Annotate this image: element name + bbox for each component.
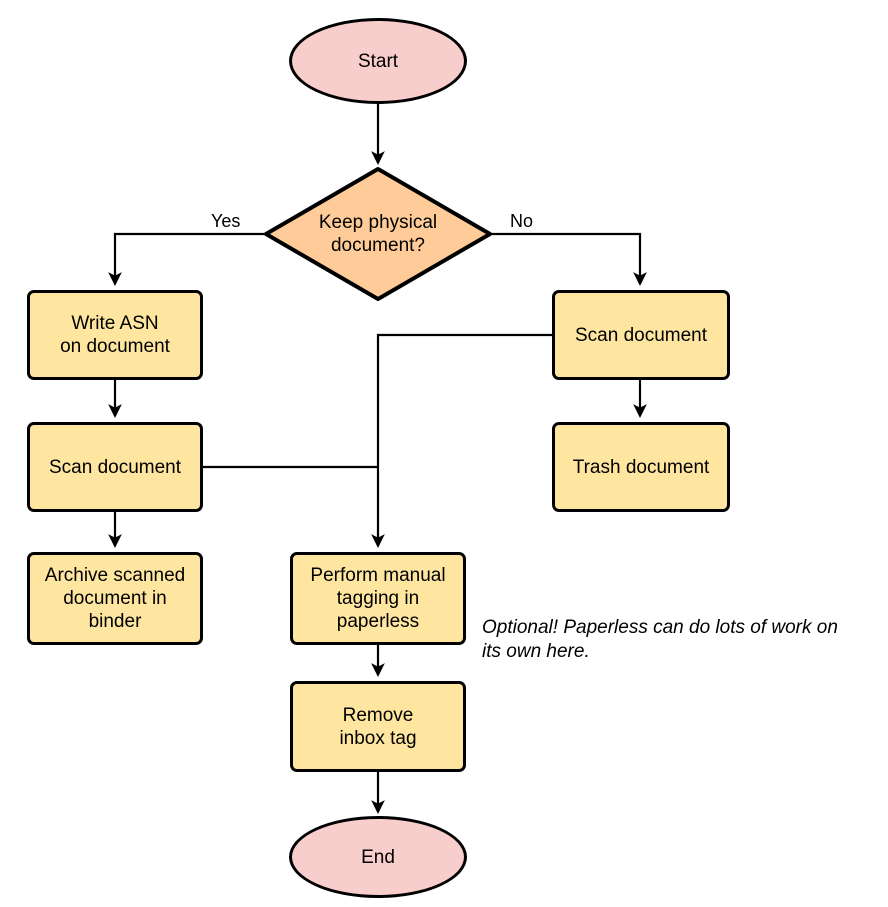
decision-diamond <box>264 167 492 301</box>
node-trash-document-label: Trash document <box>572 456 710 478</box>
node-scan-document-right[interactable]: Scan document <box>552 290 730 380</box>
node-remove-inbox-tag[interactable]: Remove inbox tag <box>290 681 466 772</box>
node-archive-scanned-document-label: Archive scanned document in binder <box>44 565 186 632</box>
node-decision-label: Keep physical document? <box>318 212 438 256</box>
annotation-optional-note: Optional! Paperless can do lots of work … <box>482 617 838 662</box>
node-write-asn-label: Write ASN on document <box>60 313 170 357</box>
node-decision[interactable]: Keep physical document? <box>290 204 466 264</box>
edge-label-no: No <box>510 211 534 231</box>
node-perform-manual-tagging-label: Perform manual tagging in paperless <box>310 565 446 632</box>
node-archive-scanned-document[interactable]: Archive scanned document in binder <box>27 552 203 645</box>
node-end[interactable]: End <box>289 816 467 898</box>
node-perform-manual-tagging[interactable]: Perform manual tagging in paperless <box>290 552 466 645</box>
node-remove-inbox-tag-label: Remove inbox tag <box>339 704 417 749</box>
edge-decision-no-to-scan-right <box>490 232 647 286</box>
node-write-asn[interactable]: Write ASN on document <box>27 290 203 380</box>
edge-scan-right-to-tagging <box>371 333 552 548</box>
edge-label-yes: Yes <box>211 211 241 231</box>
node-start[interactable]: Start <box>289 18 467 104</box>
edge-decision-yes-to-write-asn <box>108 232 266 286</box>
node-end-label: End <box>361 846 395 868</box>
node-scan-document-left-label: Scan document <box>48 456 182 478</box>
node-start-label: Start <box>357 50 399 72</box>
node-scan-document-right-label: Scan document <box>574 324 708 346</box>
node-scan-document-left[interactable]: Scan document <box>27 422 203 512</box>
node-trash-document[interactable]: Trash document <box>552 422 730 512</box>
